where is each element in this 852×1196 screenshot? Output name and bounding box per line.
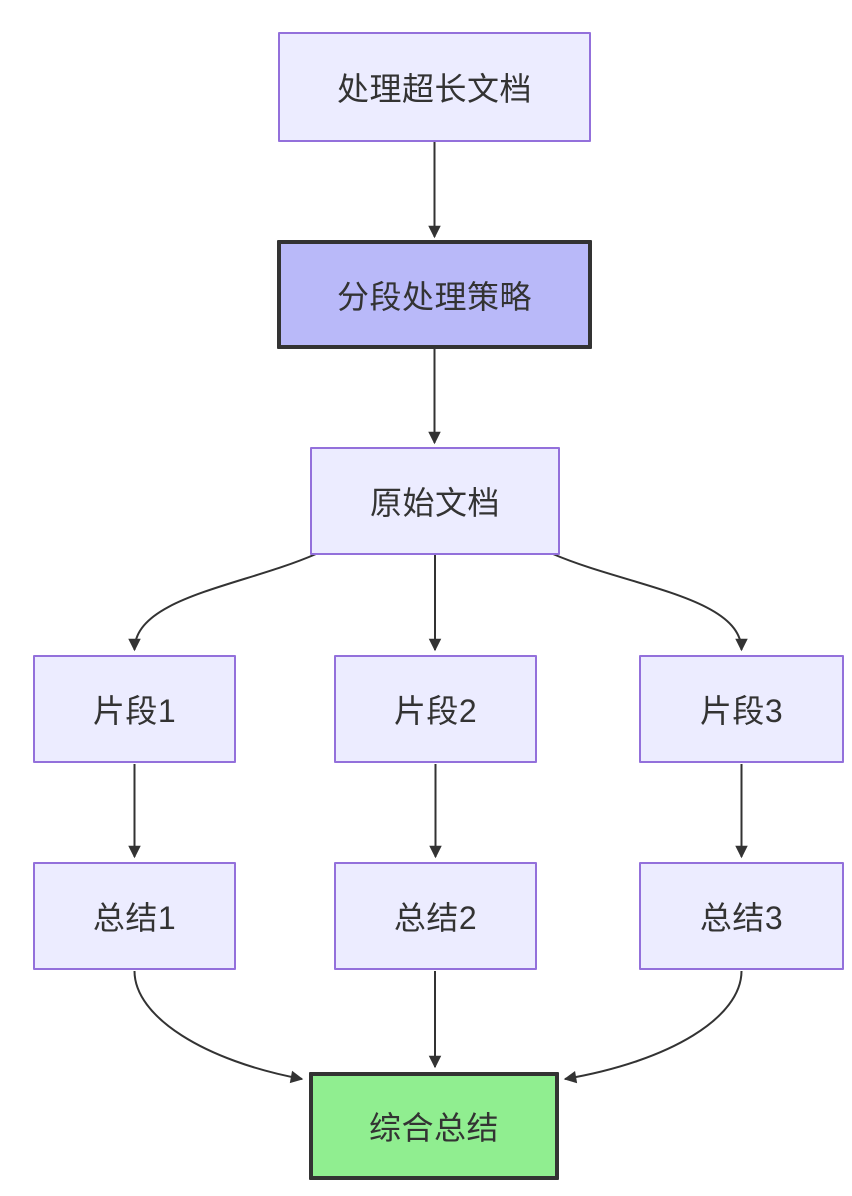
node-segment-1-label: 片段1 [92, 693, 177, 729]
node-segment-2: 片段2 [334, 655, 537, 763]
node-summary-2: 总结2 [334, 862, 537, 970]
node-original-document: 原始文档 [310, 447, 560, 555]
node-summary-3-label: 总结3 [699, 900, 784, 936]
node-summary-1-label: 总结1 [92, 900, 177, 936]
node-segmentation-strategy-label: 分段处理策略 [336, 278, 532, 315]
node-final-summary: 综合总结 [309, 1072, 559, 1180]
node-summary-2-label: 总结2 [393, 900, 478, 936]
node-segment-1: 片段1 [33, 655, 236, 763]
node-summary-3: 总结3 [639, 862, 844, 970]
node-handle-long-document: 处理超长文档 [278, 32, 591, 142]
node-segment-2-label: 片段2 [393, 693, 478, 729]
node-segment-3: 片段3 [639, 655, 844, 763]
node-segment-3-label: 片段3 [699, 693, 784, 729]
node-handle-long-document-label: 处理超长文档 [336, 71, 532, 107]
edge-summary-3-to-final [563, 970, 743, 1084]
edge-document-to-segment-3 [552, 553, 748, 652]
node-final-summary-label: 综合总结 [368, 1110, 499, 1146]
edge-summary-1-to-final [133, 970, 304, 1084]
edge-document-to-segment-1 [128, 553, 317, 652]
node-summary-1: 总结1 [33, 862, 236, 970]
node-original-document-label: 原始文档 [369, 485, 500, 521]
node-segmentation-strategy: 分段处理策略 [277, 240, 592, 349]
